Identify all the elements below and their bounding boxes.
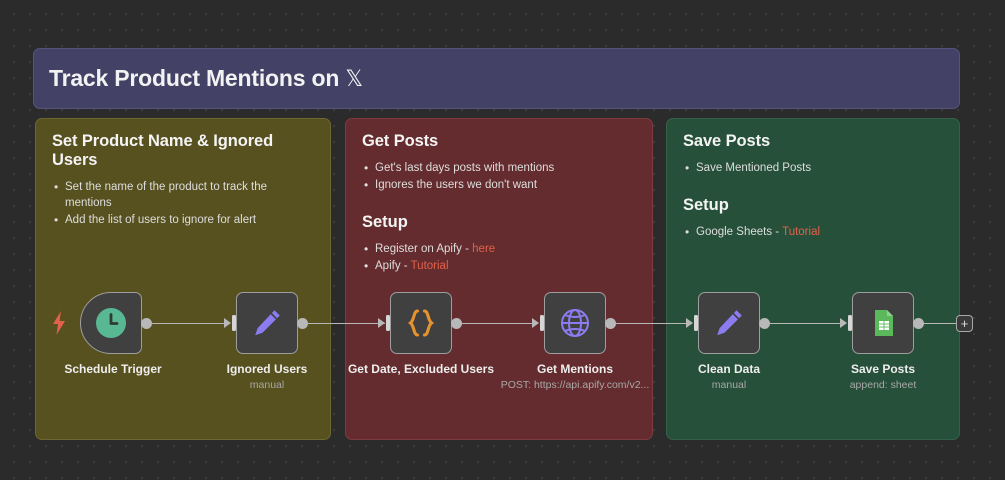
output-port-get-mentions[interactable] xyxy=(605,317,616,329)
list-item: Google Sheets - Tutorial xyxy=(683,224,943,240)
list-item: Ignores the users we don't want xyxy=(362,177,636,193)
node-schedule-trigger[interactable] xyxy=(80,292,142,354)
node-sublabel-ignored-users: manual xyxy=(249,379,285,391)
list-item: Apify - Tutorial xyxy=(362,258,636,274)
apify-register-link[interactable]: here xyxy=(472,243,496,255)
sticky-note-heading: Get Posts xyxy=(362,132,439,150)
connector-schedule-to-ignored xyxy=(152,322,224,325)
node-sublabel-clean-data: manual xyxy=(711,379,747,391)
list-item: Register on Apify - here xyxy=(362,241,636,257)
input-port-clean-data[interactable] xyxy=(686,315,699,331)
connector-ignored-to-getdate xyxy=(305,322,385,325)
output-port-schedule-trigger[interactable] xyxy=(141,317,152,329)
output-port-clean-data[interactable] xyxy=(759,317,770,329)
connector-save-to-add xyxy=(921,322,957,325)
sticky-note-heading: Save Posts xyxy=(683,132,771,150)
x-logo-icon: 𝕏 xyxy=(345,67,363,92)
node-sublabel-save-posts: append: sheet xyxy=(849,379,917,391)
add-node-button[interactable]: + xyxy=(956,315,973,332)
node-sublabel-get-mentions: POST: https://api.apify.com/v2... xyxy=(500,379,650,391)
output-port-get-date-excluded[interactable] xyxy=(451,317,462,329)
page-title: Track Product Mentions on 𝕏 xyxy=(49,65,363,92)
google-sheets-icon xyxy=(868,308,898,338)
sticky-note-bullet-list: Save Mentioned Posts xyxy=(683,160,943,176)
list-item-text: Google Sheets - xyxy=(696,226,783,238)
sticky-note-setup-list: Google Sheets - Tutorial xyxy=(683,224,943,240)
apify-tutorial-link[interactable]: Tutorial xyxy=(410,260,449,272)
pencil-icon xyxy=(713,307,745,339)
node-label-clean-data: Clean Data xyxy=(697,362,761,376)
output-port-ignored-users[interactable] xyxy=(297,317,308,329)
sticky-note-get-posts[interactable]: Get Posts Get's last days posts with men… xyxy=(345,118,653,440)
node-get-mentions[interactable] xyxy=(544,292,606,354)
sticky-note-setup-list: Register on Apify - here Apify - Tutoria… xyxy=(362,241,636,274)
sticky-note-setup-heading: Setup xyxy=(683,196,729,214)
input-port-get-mentions[interactable] xyxy=(532,315,545,331)
list-item-text: Register on Apify - xyxy=(375,243,473,255)
node-label-schedule-trigger: Schedule Trigger xyxy=(64,362,162,376)
list-item: Set the name of the product to track the… xyxy=(52,179,314,211)
list-item: Add the list of users to ignore for aler… xyxy=(52,212,314,228)
pencil-icon xyxy=(251,307,283,339)
globe-icon xyxy=(559,307,591,339)
list-item: Get's last days posts with mentions xyxy=(362,160,636,176)
node-label-save-posts: Save Posts xyxy=(850,362,916,376)
sticky-note-bullet-list: Set the name of the product to track the… xyxy=(52,179,314,228)
node-label-get-date-excluded-users: Get Date, Excluded Users xyxy=(347,362,495,376)
lightning-bolt-icon xyxy=(52,311,66,335)
input-port-ignored-users[interactable] xyxy=(224,315,237,331)
node-clean-data[interactable] xyxy=(698,292,760,354)
node-save-posts[interactable] xyxy=(852,292,914,354)
code-braces-icon xyxy=(404,306,438,340)
sticky-note-setup-heading: Setup xyxy=(362,213,408,231)
sticky-note-set-product-name[interactable]: Set Product Name & Ignored Users Set the… xyxy=(35,118,331,440)
node-label-get-mentions: Get Mentions xyxy=(536,362,613,376)
node-get-date-excluded-users[interactable] xyxy=(390,292,452,354)
list-item-text: Apify - xyxy=(375,260,411,272)
node-ignored-users[interactable] xyxy=(236,292,298,354)
input-port-get-date-excluded[interactable] xyxy=(378,315,391,331)
connector-mentions-to-clean xyxy=(613,322,692,325)
page-title-text: Track Product Mentions on xyxy=(49,65,346,91)
sticky-note-bullet-list: Get's last days posts with mentions Igno… xyxy=(362,160,636,193)
sticky-note-save-posts[interactable]: Save Posts Save Mentioned Posts Setup Go… xyxy=(666,118,960,440)
connector-getdate-to-mentions xyxy=(459,322,537,325)
connector-clean-to-save xyxy=(767,322,846,325)
node-label-ignored-users: Ignored Users xyxy=(226,362,308,376)
sticky-note-heading: Set Product Name & Ignored Users xyxy=(52,132,274,169)
clock-icon xyxy=(94,306,128,340)
list-item: Save Mentioned Posts xyxy=(683,160,943,176)
input-port-save-posts[interactable] xyxy=(840,315,853,331)
workflow-title-banner[interactable]: Track Product Mentions on 𝕏 xyxy=(33,48,960,109)
google-sheets-tutorial-link[interactable]: Tutorial xyxy=(782,226,821,238)
output-port-save-posts[interactable] xyxy=(913,317,924,329)
